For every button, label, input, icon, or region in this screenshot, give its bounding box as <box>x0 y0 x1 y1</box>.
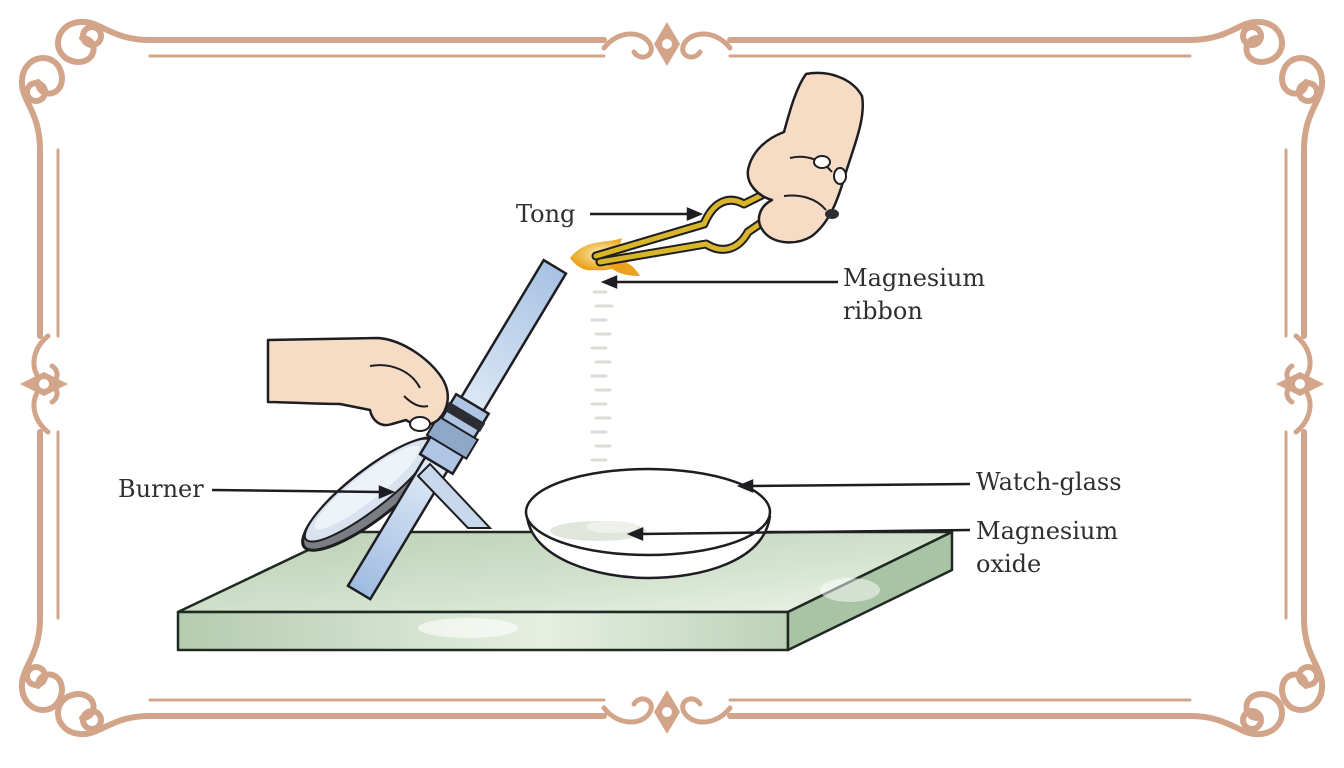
watch-glass-label: Watch-glass <box>976 466 1122 499</box>
burner-leader-line <box>211 488 381 494</box>
burner <box>301 258 568 601</box>
burner-label-text: Burner <box>118 475 204 503</box>
tong-label-text: Tong <box>516 200 576 228</box>
magnesium-oxide-label-line2: oxide <box>976 550 1042 578</box>
decorative-frame <box>18 18 1326 738</box>
right-hand <box>746 71 865 244</box>
magnesium-oxide-label-line1: Magnesium <box>976 517 1119 545</box>
magnesium-oxide-label: Magnesium oxide <box>976 515 1118 581</box>
leader-lines <box>211 207 971 541</box>
burner-label: Burner <box>118 473 204 506</box>
watch-glass-leader-line <box>749 482 971 488</box>
magnesium-ribbon-label: Magnesium ribbon <box>843 262 985 328</box>
watch-glass-label-text: Watch-glass <box>976 468 1122 496</box>
oxide-leader-line <box>639 528 971 536</box>
left-hand <box>266 336 450 432</box>
tong-label: Tong <box>516 198 575 231</box>
falling-ash <box>590 290 614 504</box>
magnesium-ribbon-label-line2: ribbon <box>843 297 923 325</box>
magnesium-ribbon-label-line1: Magnesium <box>843 264 986 292</box>
